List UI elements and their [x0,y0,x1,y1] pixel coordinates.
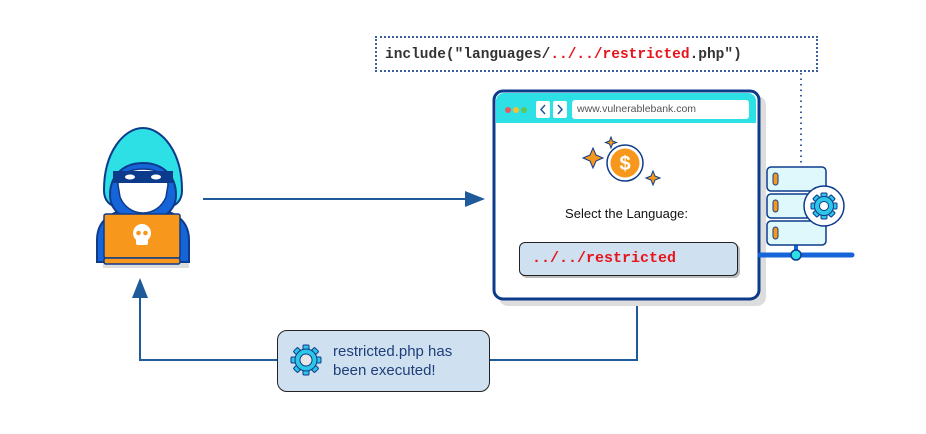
code-suffix: .php") [689,47,742,63]
execution-notification [277,330,490,392]
minimize-dot [513,107,519,113]
hacker-icon [96,126,190,268]
forward-button [553,101,567,118]
dollar-coin-icon: $ [581,135,662,187]
maximize-dot [521,107,527,113]
back-button [536,101,550,118]
code-prefix: include("languages/ [385,47,551,63]
svg-text:$: $ [619,153,630,175]
notification-line-1: restricted.php has [333,343,453,360]
server-gear-icon [810,192,838,220]
skull-icon [133,224,151,245]
close-dot [505,107,511,113]
language-input[interactable]: ../../restricted [519,242,738,276]
language-prompt: Select the Language: [565,206,688,221]
url-text: www.vulnerablebank.com [577,103,697,115]
url-bar [572,100,749,119]
server-icon [757,166,855,261]
notification-text: restricted.php has been executed! [333,342,452,380]
code-payload: ../../restricted [550,47,690,63]
code-snippet: include("languages/../../restricted.php"… [375,36,818,72]
notification-line-2: been executed! [333,362,436,379]
gear-icon [290,344,322,376]
